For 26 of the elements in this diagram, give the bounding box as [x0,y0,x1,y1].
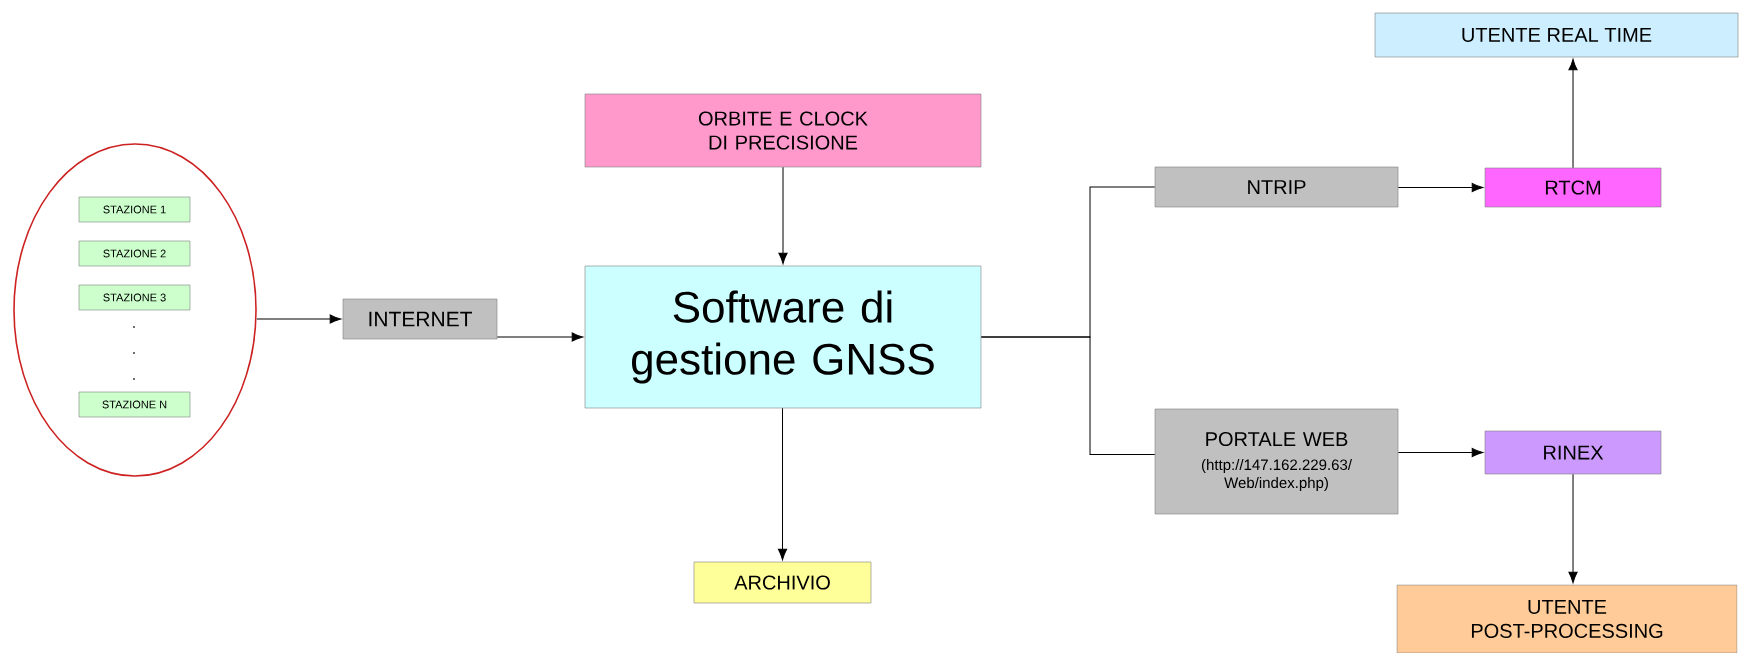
station-box: STAZIONE 1 [78,196,191,223]
station-box: STAZIONE 3 [78,284,191,311]
output-box: ARCHIVIO [693,561,872,604]
arrow [1397,447,1484,458]
format-box: RINEX [1484,430,1662,475]
process-box: PORTALE WEB (http://147.162.229.63/ Web/index.php) [1154,408,1399,515]
dot: . [133,352,135,354]
station-box: STAZIONE N [78,391,191,418]
ellipse [13,143,257,477]
user-box: UTENTE POST-PROCESSING [1396,584,1738,653]
format-box: RTCM [1484,167,1662,208]
user-box: UTENTE REAL TIME [1374,12,1739,58]
process-box: Software di gestione GNSS [584,265,982,409]
arrow [496,332,584,342]
arrow [1568,473,1578,584]
arrow [777,407,788,561]
input-box: ORBITE E CLOCK DI PRECISIONE [584,93,982,168]
arrow [778,166,788,265]
arrow [256,314,342,324]
arrow [1568,58,1578,169]
connector-line [980,336,1156,455]
process-box: NTRIP [1154,166,1399,208]
dot: . [133,326,135,328]
process-box: INTERNET [342,298,498,340]
arrow [1397,182,1484,193]
station-box: STAZIONE 2 [78,240,191,267]
